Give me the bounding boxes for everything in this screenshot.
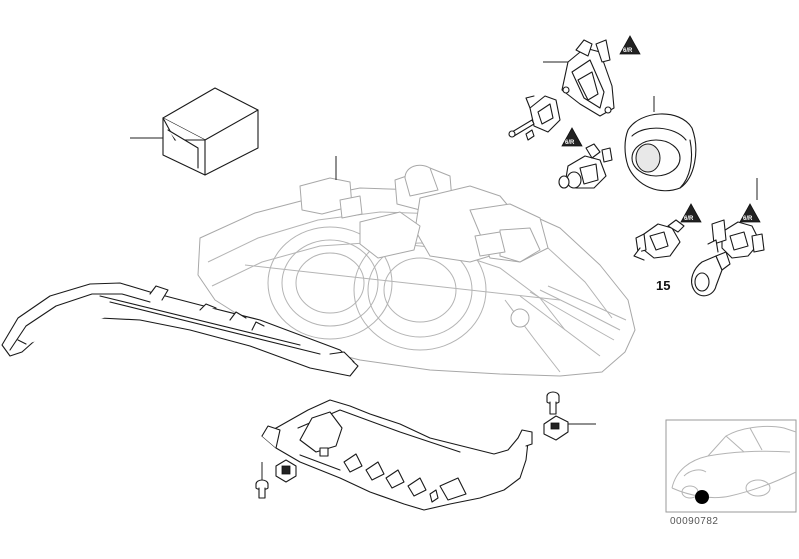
bulb-holder-housing[interactable] [561, 39, 615, 117]
nut-square[interactable] [275, 459, 297, 483]
svg-text:6/R: 6/R [623, 48, 633, 54]
warning-triangle-icon: 6/R [680, 203, 702, 223]
bulb-p21w[interactable] [691, 251, 731, 297]
diagram-id: 00090782 [670, 516, 719, 527]
housing-cover[interactable] [162, 87, 259, 176]
svg-text:6/R: 6/R [743, 216, 753, 222]
nut-small[interactable] [525, 129, 535, 141]
location-marker-icon [695, 490, 709, 504]
svg-text:6/R: 6/R [565, 140, 575, 146]
support-bracket[interactable] [261, 399, 533, 511]
leader-lines [130, 61, 758, 480]
headlight-assembly[interactable] [197, 164, 636, 377]
warning-triangle-icon: 6/R [739, 203, 761, 223]
mounting-screw-small[interactable] [508, 119, 535, 138]
bulb-socket-right[interactable] [707, 219, 765, 259]
headlight-cap[interactable] [624, 113, 697, 192]
bulb-socket-h7[interactable] [558, 143, 613, 189]
warning-triangle-icon: 6/R [561, 127, 583, 147]
svg-text:6/R: 6/R [684, 216, 694, 222]
bolt-top[interactable] [546, 391, 560, 415]
callout-number: 15 [656, 278, 670, 293]
warning-triangle-icon: 6/R [619, 35, 641, 55]
bulb-socket-15[interactable] [633, 219, 685, 261]
trim-strip[interactable] [1, 282, 359, 377]
vehicle-locator-thumbnail [665, 419, 797, 513]
clip-nut[interactable] [543, 415, 569, 441]
bolt-bottom[interactable] [255, 479, 269, 499]
bulb-bracket[interactable] [525, 95, 561, 133]
